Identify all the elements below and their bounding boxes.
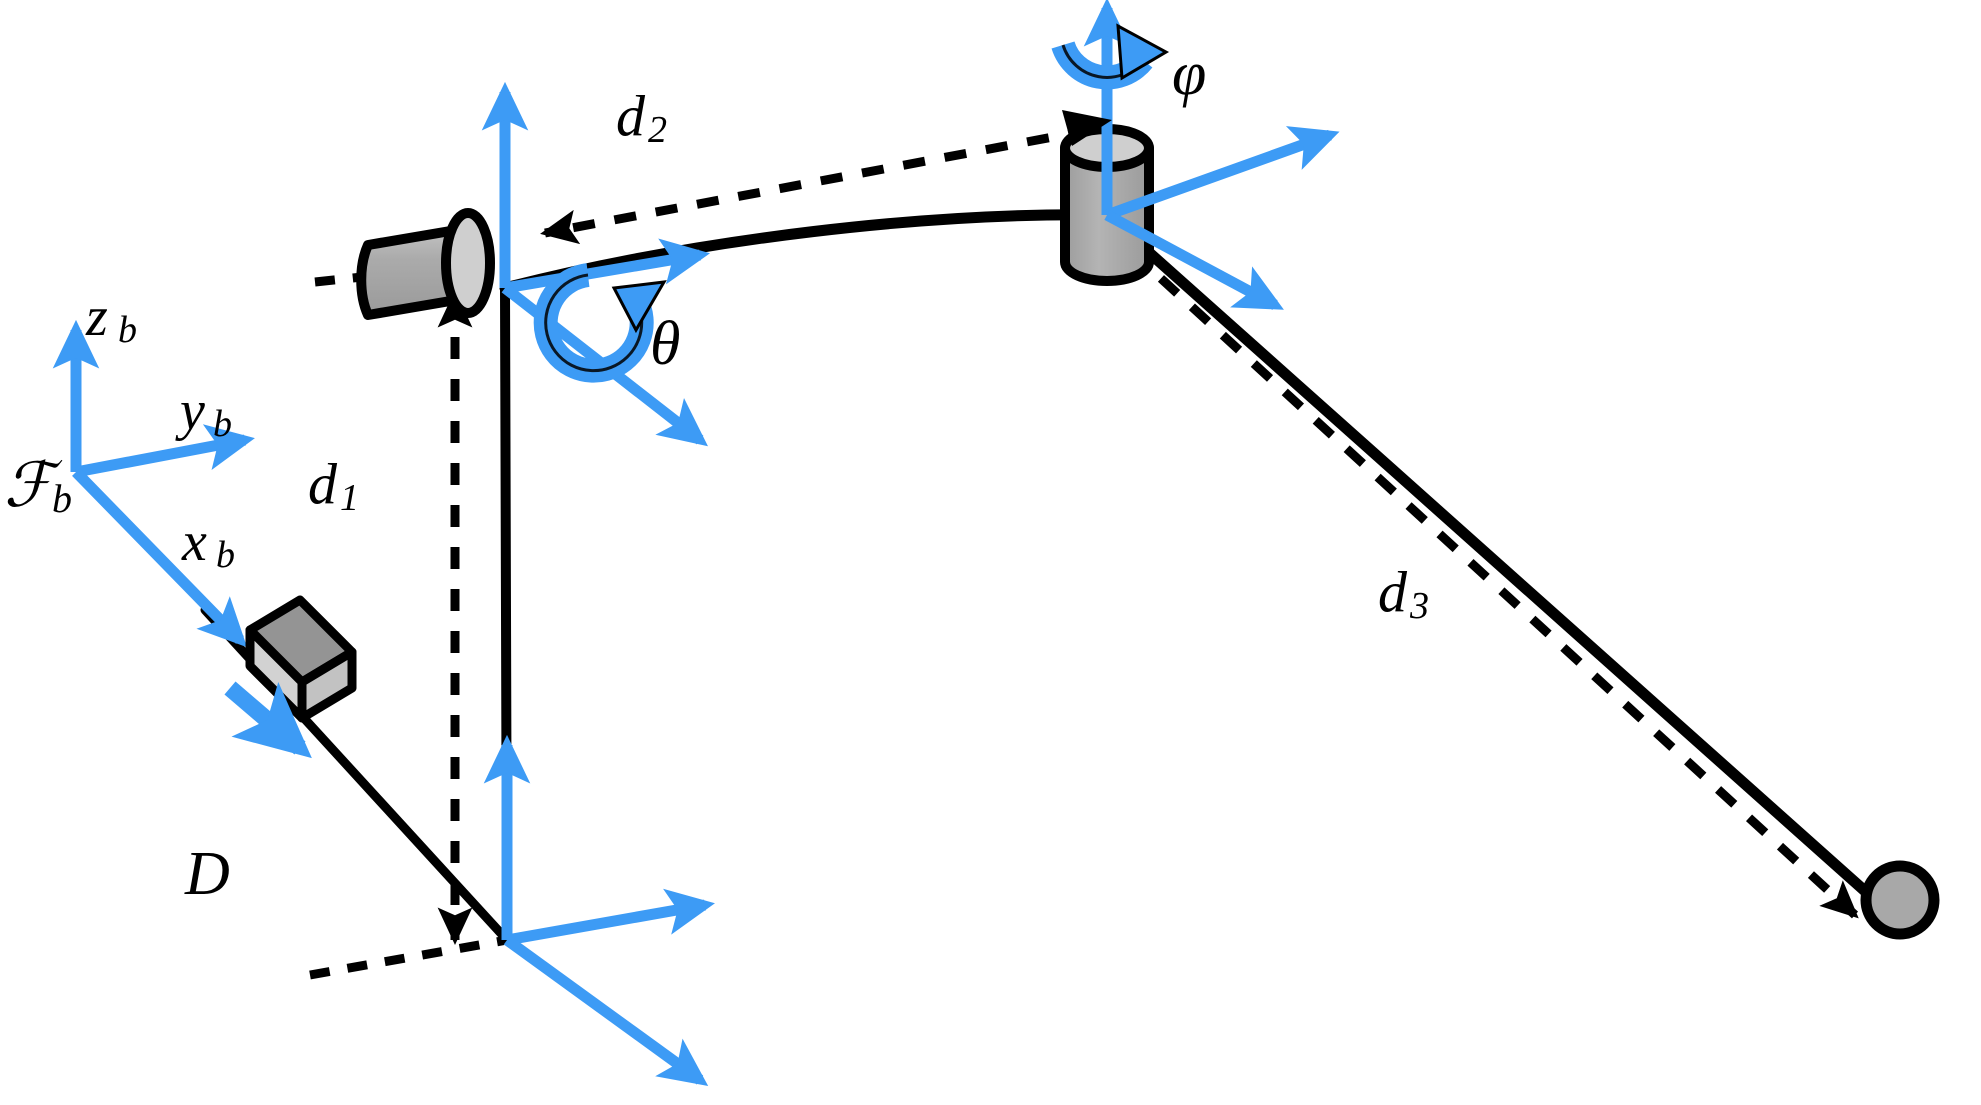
prismatic-joint-block <box>224 595 357 759</box>
y-axis-subscript: b <box>213 403 232 445</box>
body-frame-triad <box>52 319 255 648</box>
base-frame-x-axis <box>503 935 709 1086</box>
dimension-label-d3: d 3 <box>1378 559 1429 627</box>
axis-label-zb: z b <box>85 286 137 351</box>
dimension-d2 <box>540 125 1091 245</box>
z-axis-symbol: z <box>85 286 108 348</box>
dimension-label-d2: d 2 <box>616 83 667 151</box>
axis-label-xb: x b <box>181 511 235 576</box>
joint-label-theta: θ <box>650 310 680 378</box>
phi-frame-y-axis <box>1105 126 1340 221</box>
phi-rotation-arrow <box>1051 23 1170 90</box>
theta-frame-y-axis <box>504 238 710 294</box>
theta-rotation-arrow <box>533 263 667 383</box>
dimension-d3 <box>1126 246 1859 919</box>
dimension-label-d1: d 1 <box>308 451 359 519</box>
revolute-joint-theta <box>356 208 495 320</box>
d3-subscript: 3 <box>1409 585 1429 627</box>
d2-subscript: 2 <box>648 109 667 151</box>
d1-subscript: 1 <box>340 477 359 519</box>
theta-symbol: θ <box>650 310 680 378</box>
body-frame-origin-label: ℱ b <box>4 452 72 521</box>
body-frame-x-axis <box>72 468 248 648</box>
prismatic-label-D: D <box>184 840 230 908</box>
link-3-segment <box>1101 209 1881 906</box>
D-symbol: D <box>184 840 230 908</box>
base-plane-dashed <box>309 935 508 980</box>
end-effector <box>1860 860 1940 940</box>
x-axis-subscript: b <box>216 534 235 576</box>
phi-symbol: φ <box>1172 40 1206 108</box>
d2-symbol: d <box>616 83 646 148</box>
base-frame-y-axis <box>506 888 715 946</box>
phi-frame-triad <box>1083 0 1340 310</box>
base-frame-triad <box>483 734 715 1086</box>
x-axis-symbol: x <box>181 511 207 573</box>
phi-frame-x-axis <box>1104 210 1284 310</box>
z-axis-subscript: b <box>118 309 137 351</box>
body-frame-y-axis <box>74 424 255 478</box>
prismatic-direction-arrow <box>224 681 312 759</box>
phi-top-arrowhead <box>1062 110 1112 146</box>
d3-symbol: d <box>1378 559 1408 624</box>
joint-label-phi: φ <box>1172 40 1206 108</box>
axis-label-yb: y b <box>175 380 232 445</box>
frame-b-subscript: b <box>52 476 72 521</box>
d1-symbol: d <box>308 451 338 516</box>
theta-frame-triad <box>481 81 710 447</box>
theta-cylinder-cap <box>441 208 495 318</box>
y-axis-symbol: y <box>175 380 205 442</box>
